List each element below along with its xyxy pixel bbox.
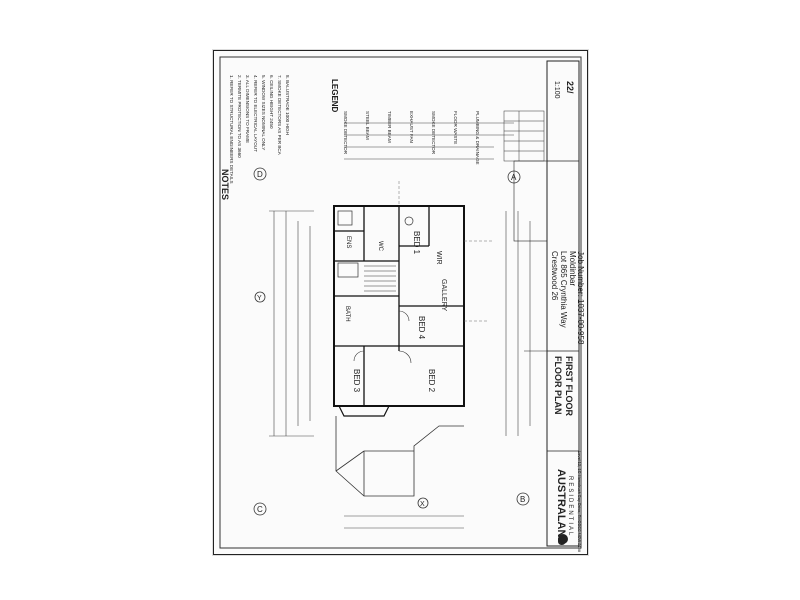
toilet [404, 216, 414, 226]
room-label-bed4: BED 4 [417, 316, 426, 340]
leader-lines [398, 181, 494, 322]
shower [337, 210, 353, 226]
note-line: 2. TERMITE PROTECTION TO AS 3660 [237, 75, 242, 158]
bathtub [337, 262, 359, 278]
note-line: 1. REFER TO STRUCTURAL ENGINEERS DETAILS [229, 75, 234, 184]
room-label-bed2: BED 2 [427, 369, 436, 393]
note-line: 8. BALUSTRADE 1000 HIGH [285, 75, 290, 135]
floor-plan-drawing: NOTES 1. REFER TO STRUCTURAL ENGINEERS D… [219, 56, 585, 553]
legend-item: STEEL BEAM [365, 111, 370, 140]
stairs [364, 265, 396, 292]
title-block: FLOOR PLAN FIRST FLOOR Crestwood 26 Lot … [513, 60, 585, 553]
room-label-wc: WC [377, 241, 383, 252]
house-name: Crestwood 26 [550, 251, 559, 301]
room-label-ens: ENS [345, 236, 351, 248]
legend-item: EXHAUST FAN [409, 111, 414, 143]
legend-item: TIMBER BEAM [387, 111, 392, 143]
gridline-y: Y [257, 295, 262, 302]
gridline-d: D [257, 170, 263, 179]
company-subtitle: RESIDENTIAL [567, 476, 573, 537]
drawing-border [219, 56, 582, 549]
gridline-c: C [257, 505, 263, 514]
room-label-bath: BATH [344, 306, 350, 322]
gridline-markers: D A C B X Y [253, 167, 530, 516]
note-line: 7. SMOKE DETECTORS AS PER BCA [277, 75, 282, 156]
floor-plan: BED 1 BED 3 BED 2 BED 4 WIR ENS BATH WC … [333, 205, 465, 417]
job-number: Job Number: 1037-00-958 [576, 251, 585, 345]
legend-item: SMOKE DETECTOR [343, 111, 348, 155]
room-label-gallery: GALLERY [440, 279, 447, 311]
legend-block: LEGEND SMOKE DETECTOR STEEL BEAM TIMBER BE… [330, 79, 480, 165]
gridline-b: B [520, 495, 525, 504]
note-line: 3. ALL DIMENSIONS TO FRAME [245, 75, 250, 143]
gridline-x: X [420, 501, 425, 508]
company-logo-icon [558, 534, 568, 544]
legend-item: PLUMBING & DRAINAGE [475, 111, 480, 165]
notes-block: NOTES 1. REFER TO STRUCTURAL ENGINEERS D… [220, 75, 290, 200]
architectural-drawing-sheet: NOTES 1. REFER TO STRUCTURAL ENGINEERS D… [213, 50, 588, 555]
suburb: Moldinbar [568, 251, 577, 286]
scale: 1:100 [553, 81, 560, 99]
dimension-lines [269, 122, 531, 529]
company-name: AUSTRALAND [555, 469, 567, 545]
roof-outline [335, 416, 464, 497]
room-label-wir: WIR [435, 251, 442, 265]
revision-table [503, 110, 545, 162]
company-address: Level 12, 1C Homebush Bay Drive, RHODES … [577, 451, 582, 553]
floor-title: FIRST FLOOR [564, 356, 574, 416]
notes-heading: NOTES [220, 169, 230, 200]
drawing-title: FLOOR PLAN [553, 356, 563, 415]
legend-heading: LEGEND [330, 79, 339, 113]
lot-address: Lot 865 Crynthia Way [559, 251, 568, 328]
notes-lines: 1. REFER TO STRUCTURAL ENGINEERS DETAILS… [229, 75, 290, 184]
note-line: 6. CEILING HEIGHT 2450 [269, 75, 274, 129]
sheet-number: 22/ [565, 81, 575, 94]
legend-item: FLOOR WASTE [453, 111, 458, 144]
note-line: 5. WINDOW SIZES NOMINAL ONLY [261, 75, 266, 150]
legend-items: SMOKE DETECTOR STEEL BEAM TIMBER BEAM EXHAU… [343, 111, 480, 165]
room-label-bed1: BED 1 [412, 231, 421, 255]
room-label-bed3: BED 3 [352, 369, 361, 393]
note-line: 4. REFER TO ELECTRICAL LAYOUT [253, 75, 258, 152]
legend-item: SMOKE DETECTOR [431, 111, 436, 155]
